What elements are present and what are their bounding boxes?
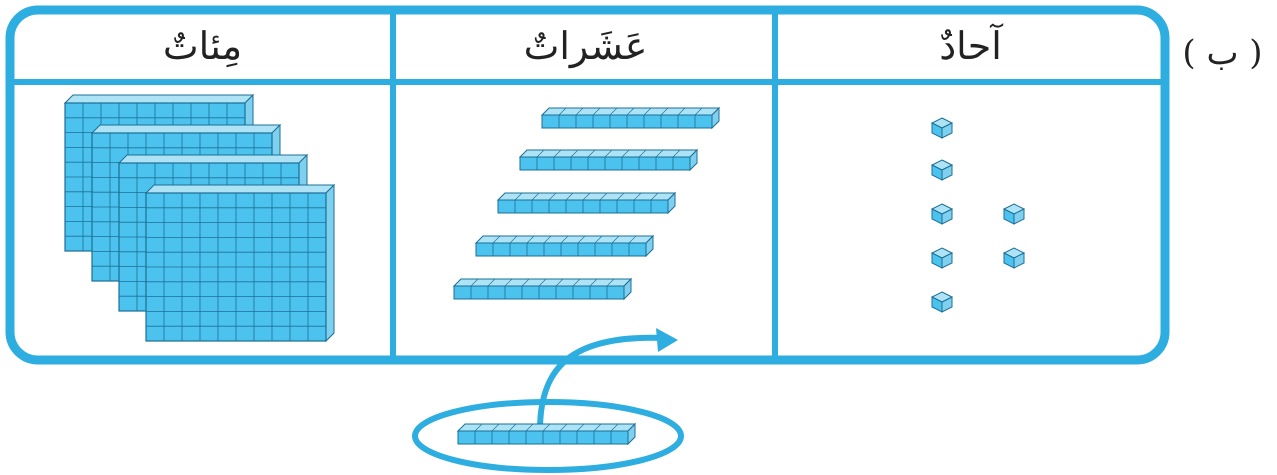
one-cube [930,159,954,181]
header-hundreds: مِئاتٌ [162,24,243,68]
hundred-flat [144,183,336,343]
table-frame [5,5,1170,365]
header-tens: عَشَراتٌ [523,24,648,68]
ones-cubes-group [930,117,1026,313]
ten-rod [518,148,699,172]
hundreds-flats-group [63,93,336,343]
one-cube [1002,247,1026,269]
ten-rod [474,234,655,258]
tens-rods-group [452,106,721,301]
one-cube [1002,203,1026,225]
ten-rod [496,191,677,215]
exercise-label: ( ب ) [1182,33,1263,73]
ten-rod [540,106,721,130]
arrow-head [656,328,678,352]
one-cube [930,203,954,225]
one-cube [930,117,954,139]
one-cube [930,247,954,269]
loose-ten-rod [456,422,637,446]
curved-arrow [537,334,666,431]
header-ones: آحادٌ [939,24,1002,68]
regroup-ellipse [412,399,684,473]
ten-rod [452,277,633,301]
one-cube [930,291,954,313]
ten-rod [456,422,637,446]
